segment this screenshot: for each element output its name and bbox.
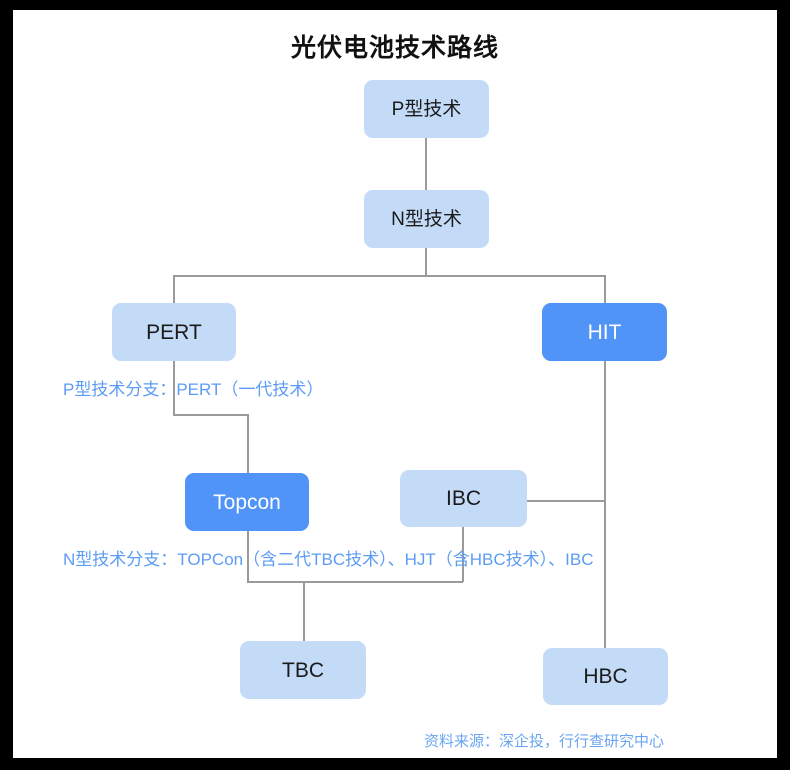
edge-ibc-down — [462, 527, 464, 582]
node-pert-label: PERT — [146, 320, 202, 344]
node-tbc[interactable]: TBC — [240, 641, 366, 699]
node-n-type[interactable]: N型技术 — [364, 190, 489, 248]
edge-hit-down — [604, 361, 606, 649]
annotation-p-branch: P型技术分支：PERT（一代技术） — [63, 380, 324, 399]
page-title: 光伏电池技术路线 — [290, 34, 499, 62]
edge-pert-to-topcon-h — [173, 414, 249, 416]
node-ibc[interactable]: IBC — [400, 470, 527, 527]
edge-bus-to-hit — [604, 275, 606, 304]
edge-ntype-stem — [425, 248, 427, 276]
edge-ptype-ntype — [425, 137, 427, 190]
node-hit-label: HIT — [587, 320, 622, 344]
node-topcon-label: Topcon — [213, 490, 281, 514]
diagram-canvas: 光伏电池技术路线 P型技术 N型技术 PERT — [13, 10, 777, 758]
node-tbc-label: TBC — [282, 658, 324, 682]
diagram-frame: 光伏电池技术路线 P型技术 N型技术 PERT — [13, 10, 777, 758]
edge-ntype-bus — [173, 275, 606, 277]
edge-merge-bus — [247, 581, 463, 583]
edge-bus-to-tbc — [303, 581, 305, 641]
annotation-n-branch: N型技术分支：TOPCon（含二代TBC技术）、HJT（含HBC技术）、IBC — [63, 550, 594, 569]
edge-bus-to-pert — [173, 275, 175, 304]
node-n-type-label: N型技术 — [391, 208, 462, 230]
edge-pert-down — [173, 361, 175, 415]
edge-elbow-to-topcon — [247, 414, 249, 473]
edge-topcon-down — [247, 531, 249, 582]
source-note: 资料来源：深企投，行行查研究中心 — [424, 733, 665, 750]
node-hit[interactable]: HIT — [542, 303, 667, 361]
node-p-type[interactable]: P型技术 — [364, 80, 489, 138]
edge-ibc-to-hit — [527, 500, 606, 502]
node-hbc[interactable]: HBC — [543, 648, 668, 705]
node-hbc-label: HBC — [583, 665, 628, 688]
node-topcon[interactable]: Topcon — [185, 473, 309, 531]
node-p-type-label: P型技术 — [391, 98, 462, 120]
node-pert[interactable]: PERT — [112, 303, 236, 361]
node-ibc-label: IBC — [445, 487, 481, 510]
